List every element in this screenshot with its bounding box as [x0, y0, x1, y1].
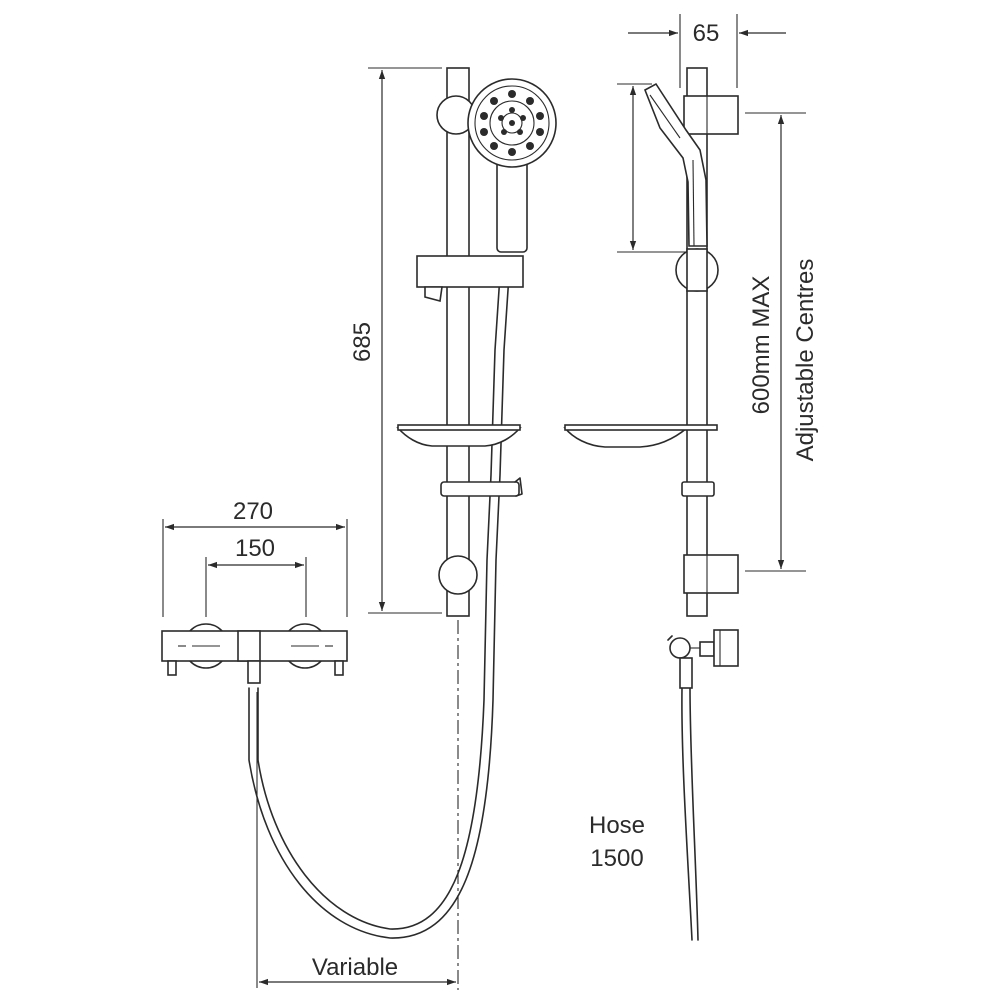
bottom-wall-bracket — [438, 555, 478, 595]
front-view: 270 150 685 Variable — [161, 67, 557, 990]
side-soap-dish — [563, 424, 718, 448]
side-view: 65 600mm MAX Adjustable Centres Hose 150… — [563, 14, 819, 941]
hose-ring — [440, 477, 523, 497]
dimension-65-label: 65 — [693, 20, 720, 47]
hose-label: Hose 1500 — [589, 812, 645, 872]
dimension-685: 685 — [349, 67, 442, 614]
handset-holder — [416, 255, 524, 303]
dimension-150-label: 150 — [235, 535, 275, 562]
side-hose — [681, 687, 699, 941]
handset-spray-nozzles — [480, 90, 544, 156]
front-hose — [248, 259, 511, 939]
adjustable-line1-label: 600mm MAX — [748, 276, 775, 415]
dimension-variable-label: Variable — [312, 954, 398, 981]
handset — [467, 78, 557, 253]
dimension-handset-length — [617, 83, 686, 253]
dimension-variable: Variable — [256, 692, 456, 988]
hose-label-line1: Hose — [589, 812, 645, 839]
dimension-adjustable-centres: 600mm MAX Adjustable Centres — [745, 112, 819, 572]
hose-label-line2: 1500 — [590, 845, 643, 872]
dimension-65: 65 — [628, 14, 786, 88]
slide-rail — [446, 67, 470, 617]
front-soap-dish — [396, 424, 522, 447]
dimension-270: 270 — [162, 498, 348, 617]
side-handset-holder — [675, 248, 719, 292]
side-bottom-bracket — [683, 554, 739, 594]
dimension-685-label: 685 — [349, 322, 376, 362]
side-handset — [643, 82, 708, 247]
side-top-bracket — [683, 95, 739, 135]
side-hose-ring — [681, 481, 715, 497]
side-bar-valve — [667, 629, 739, 689]
bar-valve — [161, 623, 348, 684]
dimension-150: 150 — [205, 535, 307, 617]
adjustable-line2-label: Adjustable Centres — [792, 259, 819, 462]
dimension-270-label: 270 — [233, 498, 273, 525]
